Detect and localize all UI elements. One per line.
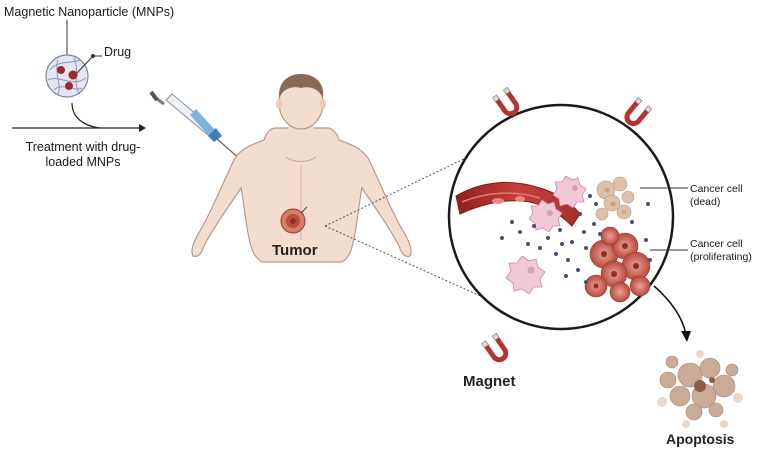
drug-label: Drug [104, 45, 132, 59]
tumor-label: Tumor [272, 242, 318, 259]
magnet-icon [624, 97, 653, 127]
human-body [191, 74, 412, 263]
callout-lines [640, 187, 688, 251]
cancer-cell-dead-label: Cancer cell (dead) [690, 183, 743, 208]
syringe [149, 90, 242, 161]
zoom-lines [324, 151, 526, 317]
mnp-particle [45, 20, 102, 98]
treatment-label: Treatment with drug-loaded MNPs [25, 140, 141, 169]
tumor-microenvironment-circle [447, 103, 675, 331]
magnet-icon [492, 87, 520, 117]
tumor-mass [280, 206, 308, 234]
apoptosis-label: Apoptosis [666, 431, 735, 447]
magnet-label: Magnet [463, 373, 516, 390]
apoptotic-cell [657, 350, 743, 428]
mnp-title-label: Magnetic Nanoparticle (MNPs) [4, 5, 175, 19]
apoptosis-arrow [653, 285, 691, 342]
magnet-icon [481, 333, 509, 363]
cancer-cell-proliferating-label: Cancer cell (proliferating) [690, 238, 752, 263]
treatment-arrow [12, 102, 146, 132]
